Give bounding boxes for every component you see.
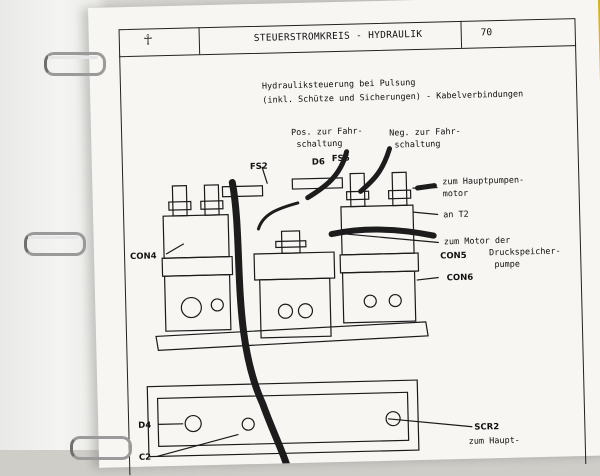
power-cable-left: [228, 179, 293, 468]
thin-cable: [256, 201, 300, 231]
binder-ring-top-gloss: [48, 56, 98, 59]
manual-page: ☥ STEUERSTROMKREIS - HYDRAULIK 70 Hydrau…: [88, 0, 600, 476]
middle-contactor-body: [259, 277, 332, 339]
con4-body-lower: [163, 274, 232, 332]
motor-cable: [328, 226, 437, 239]
con4-body-upper: [162, 214, 230, 259]
binder-ring-middle-gloss: [28, 236, 78, 239]
binder-ring-bottom: [70, 436, 132, 460]
con6-body: [341, 270, 417, 324]
binder-ring-top: [44, 52, 106, 76]
con5-band: [339, 252, 420, 274]
wiring-diagram-drawing: [146, 146, 473, 468]
middle-contactor-top: [253, 251, 336, 281]
con4-band: [161, 255, 234, 277]
neg-cable: [358, 146, 393, 194]
binder-ring-middle: [24, 232, 86, 256]
pos-cable: [305, 149, 350, 201]
